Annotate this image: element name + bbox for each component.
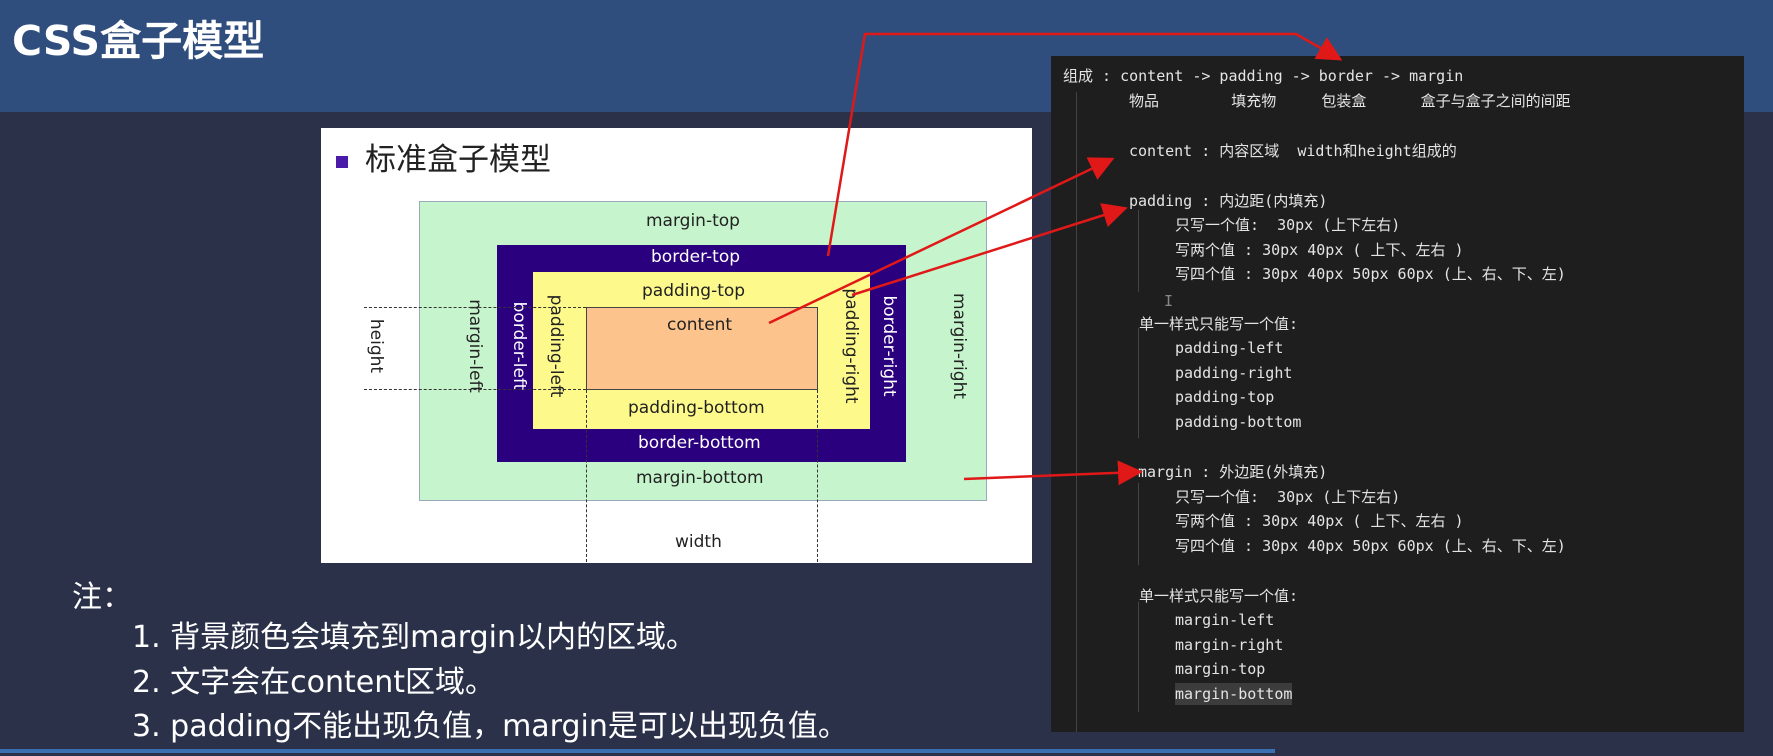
height-guide-bottom — [364, 389, 586, 390]
code-line[interactable]: margin-top — [1175, 660, 1266, 678]
code-line[interactable]: 单一样式只能写一个值: — [1139, 587, 1299, 605]
footer-line — [0, 749, 1275, 753]
width-guide-right — [817, 390, 818, 562]
code-line[interactable]: 写四个值 : 30px 40px 50px 60px (上、右、下、左) — [1175, 537, 1566, 555]
label-border-right: border-right — [879, 295, 899, 397]
height-guide-top — [364, 307, 586, 308]
label-content: content — [667, 315, 733, 335]
code-line[interactable]: 只写一个值: 30px (上下左右) — [1175, 216, 1401, 234]
code-line[interactable]: margin : 外边距(外填充) — [1138, 463, 1328, 481]
code-line[interactable]: 写两个值 : 30px 40px ( 上下、左右 ) — [1175, 241, 1464, 259]
width-guide-left — [586, 390, 587, 562]
indent-guide — [1138, 328, 1139, 438]
code-line[interactable]: margin-left — [1175, 611, 1275, 629]
bullet-icon — [336, 156, 348, 168]
label-padding-right: padding-right — [841, 288, 861, 404]
code-line[interactable]: 写四个值 : 30px 40px 50px 60px (上、右、下、左) — [1175, 265, 1566, 283]
label-margin-right: margin-right — [949, 292, 969, 400]
label-padding-top: padding-top — [642, 281, 746, 301]
code-line[interactable]: 物品 填充物 包装盒 盒子与盒子之间的间距 — [1129, 92, 1571, 110]
note-item: 3. padding不能出现负值，margin是可以出现负值。 — [132, 709, 848, 744]
code-line[interactable]: padding-right — [1175, 364, 1293, 382]
label-margin-top: margin-top — [646, 211, 740, 231]
code-line[interactable]: padding-left — [1175, 339, 1284, 357]
label-margin-bottom: margin-bottom — [636, 468, 764, 488]
indent-guide — [1138, 210, 1139, 292]
indent-guide — [1138, 483, 1139, 565]
notes-label: 注： — [72, 580, 132, 615]
code-line[interactable]: padding : 内边距(内填充) — [1129, 192, 1328, 210]
code-line[interactable]: padding-bottom — [1175, 413, 1302, 431]
note-item: 2. 文字会在content区域。 — [132, 665, 496, 700]
code-line[interactable]: padding-top — [1175, 388, 1275, 406]
code-line[interactable]: 写两个值 : 30px 40px ( 上下、左右 ) — [1175, 512, 1464, 530]
indent-guide — [1076, 92, 1077, 732]
slide-title: CSS盒子模型 — [12, 17, 265, 65]
label-padding-bottom: padding-bottom — [628, 398, 765, 418]
code-line[interactable]: margin-right — [1175, 636, 1284, 654]
label-border-bottom: border-bottom — [638, 433, 761, 453]
note-item: 1. 背景颜色会填充到margin以内的区域。 — [132, 620, 696, 655]
code-line[interactable]: 组成 : content -> padding -> border -> mar… — [1063, 67, 1464, 85]
code-line[interactable]: margin-bottom — [1175, 683, 1293, 705]
code-line[interactable]: 单一样式只能写一个值: — [1139, 315, 1299, 333]
label-border-top: border-top — [651, 247, 741, 267]
code-line[interactable]: content : 内容区域 width和height组成的 — [1129, 142, 1457, 160]
label-width: width — [675, 532, 722, 552]
label-height: height — [366, 318, 386, 374]
code-line[interactable]: 只写一个值: 30px (上下左右) — [1175, 488, 1401, 506]
text-cursor-icon: I — [1164, 292, 1174, 310]
indent-guide — [1138, 602, 1139, 712]
diagram-heading: 标准盒子模型 — [365, 142, 551, 178]
